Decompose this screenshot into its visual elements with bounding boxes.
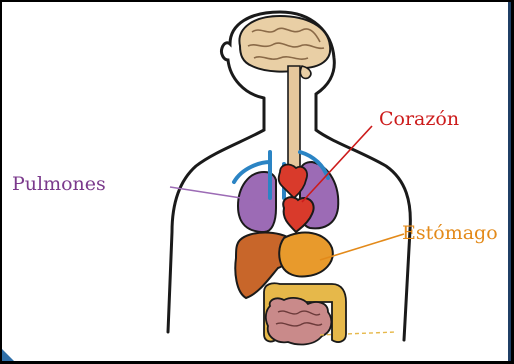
corner-decoration <box>2 349 14 361</box>
label-pulmones: Pulmones <box>12 175 106 194</box>
brain <box>239 16 330 78</box>
label-estomago: Estómago <box>402 224 498 243</box>
label-corazon: Corazón <box>379 110 459 129</box>
stomach <box>279 233 333 277</box>
small-intestine <box>266 298 332 345</box>
right-edge-border <box>508 2 511 361</box>
